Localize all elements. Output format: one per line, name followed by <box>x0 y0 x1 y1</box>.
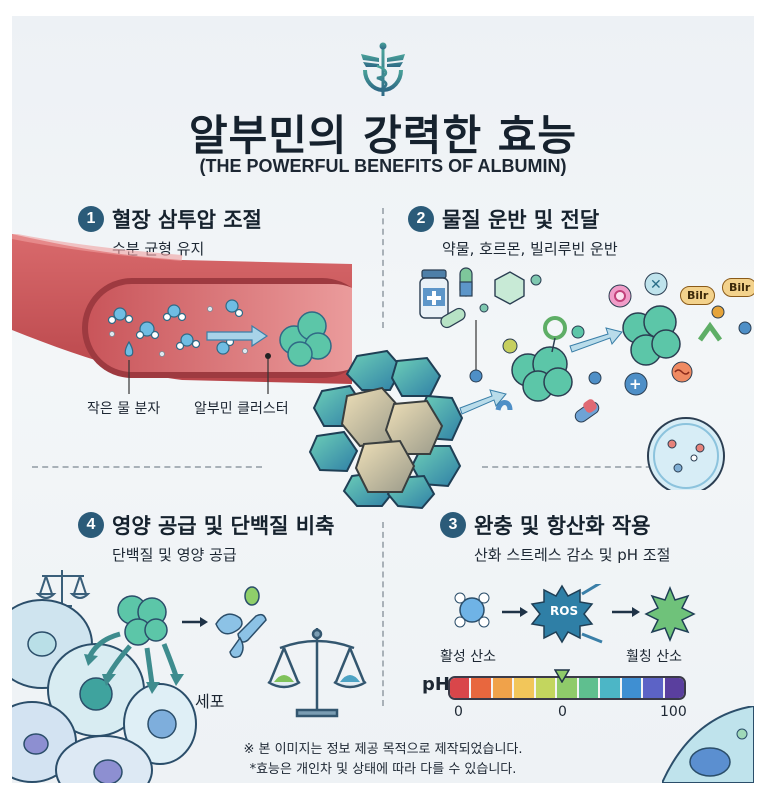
label-small-water-molecule: 작은 물 분자 <box>87 401 161 417</box>
label-active-oxygen: 활성 산소 <box>440 649 496 665</box>
ph-segment <box>471 678 493 698</box>
section-1-title: 혈장 삼투압 조절 <box>112 208 262 232</box>
section-3-badge: 3 <box>440 512 466 538</box>
section-2-header: 2 물질 운반 및 전달 약물, 호르몬, 빌리루빈 운반 <box>408 204 618 259</box>
divider-vertical-top <box>382 208 384 328</box>
ph-segment <box>621 678 644 698</box>
ph-segment <box>492 678 515 698</box>
svg-text:✕: ✕ <box>650 277 662 293</box>
section-3-header: 3 완충 및 항산화 작용 산화 스트레스 감소 및 pH 조절 <box>440 510 670 565</box>
albumin-crystal-icon <box>308 349 464 510</box>
ph-tick-right: 100 <box>660 704 687 720</box>
caduceus-icon <box>361 42 405 96</box>
small-scale-icon <box>35 570 91 607</box>
ph-tick-left: 0 <box>454 704 463 720</box>
neutralized-oxygen-icon <box>644 586 696 642</box>
tag-bilirubin-1: Bilr <box>680 286 716 305</box>
footer-disclaimer-1: ※ 본 이미지는 정보 제공 목적으로 제작되었습니다. <box>243 742 523 757</box>
blood-vessel-illustration <box>12 234 352 394</box>
section-2-subtitle: 약물, 호르몬, 빌리루빈 운반 <box>442 240 618 258</box>
footer-disclaimer-2: *효능은 개인차 및 상태에 따라 다를 수 있습니다. <box>249 762 517 777</box>
ph-scale-bar <box>448 676 686 700</box>
page-subtitle: (THE POWERFUL BENEFITS OF ALBUMIN) <box>199 156 567 176</box>
label-cell: 세포 <box>195 692 225 711</box>
section-4-title: 영양 공급 및 단백질 비축 <box>112 514 335 538</box>
ph-pointer-icon <box>554 669 570 683</box>
section-1-badge: 1 <box>78 206 104 232</box>
corner-cell-illustration <box>662 706 754 783</box>
ros-burst-icon <box>530 584 594 644</box>
ph-segment <box>450 678 472 698</box>
transport-molecule-illustration: ✕ + <box>419 267 752 490</box>
section-2-badge: 2 <box>408 206 434 232</box>
page-title: 알부민의 강력한 효능 <box>188 111 577 160</box>
label-albumin-cluster: 알부민 클러스터 <box>194 401 289 417</box>
ph-segment <box>643 678 665 698</box>
ph-segment <box>664 678 684 698</box>
ph-segment <box>514 678 536 698</box>
section-4-badge: 4 <box>78 512 104 538</box>
section-4-header: 4 영양 공급 및 단백질 비축 단백질 및 영양 공급 <box>78 510 334 565</box>
divider-horizontal-left <box>32 466 262 468</box>
svg-text:+: + <box>629 375 642 393</box>
tag-bilirubin-2: Bilr <box>722 278 754 297</box>
active-oxygen-molecule-icon <box>454 592 490 628</box>
ph-tick-middle: 0 <box>558 704 567 720</box>
medicine-bottle-icon <box>419 269 449 319</box>
label-neutralized-oxygen: 훨칭 산소 <box>626 649 682 665</box>
ph-segment <box>600 678 622 698</box>
divider-horizontal-right <box>482 466 662 468</box>
ph-segment <box>557 678 579 698</box>
divider-vertical-bottom <box>382 522 384 706</box>
section-4-subtitle: 단백질 및 영양 공급 <box>112 546 237 564</box>
section-1-header: 1 혈장 삼투압 조절 수분 균형 유지 <box>78 204 262 259</box>
cell-nutrition-illustration <box>12 570 367 783</box>
ph-segment <box>578 678 601 698</box>
ph-label: pH <box>422 674 450 695</box>
section-3-title: 완충 및 항산화 작용 <box>474 514 651 538</box>
section-3-subtitle: 산화 스트레스 감소 및 pH 조절 <box>474 546 671 564</box>
ros-label: ROS <box>550 604 579 618</box>
infographic-canvas: 알부민의 강력한 효능 (THE POWERFUL BENEFITS OF AL… <box>12 16 754 783</box>
ph-segment <box>535 678 558 698</box>
balance-scale-icon <box>267 628 367 718</box>
ros-reaction-illustration <box>454 584 696 644</box>
section-2-title: 물질 운반 및 전달 <box>442 208 600 232</box>
